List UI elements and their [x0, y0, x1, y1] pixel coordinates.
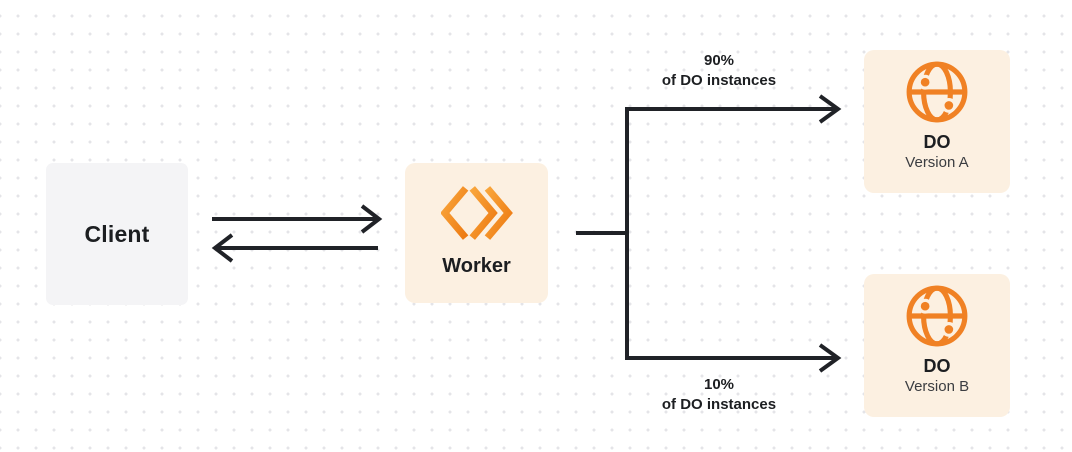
edge-label-90-percent: 90% of DO instances	[619, 51, 819, 91]
edge-caption: of DO instances	[661, 396, 777, 413]
do-version-b-node: DO Version B	[864, 274, 1010, 417]
client-label: Client	[84, 220, 150, 247]
globe-icon	[904, 59, 970, 125]
do-b-title: DO	[923, 356, 951, 376]
client-to-worker-arrow	[212, 204, 383, 234]
do-a-title: DO	[923, 132, 951, 152]
client-node: Client	[46, 163, 188, 305]
workers-logo-icon	[439, 184, 513, 242]
globe-icon	[904, 283, 970, 349]
do-b-subtitle: Version B	[904, 378, 970, 395]
do-version-a-node: DO Version A	[864, 50, 1010, 193]
worker-label: Worker	[442, 255, 511, 277]
edge-percent: 10%	[703, 376, 735, 393]
branch-to-do-a-arrow	[625, 94, 842, 358]
edge-label-10-percent: 10% of DO instances	[619, 375, 819, 415]
do-a-subtitle: Version A	[905, 154, 969, 171]
edge-percent: 90%	[703, 52, 735, 69]
edge-caption: of DO instances	[661, 72, 777, 89]
worker-to-client-arrow	[211, 233, 378, 263]
worker-node: Worker	[405, 163, 548, 303]
branch-to-do-b-arrow	[625, 343, 842, 373]
